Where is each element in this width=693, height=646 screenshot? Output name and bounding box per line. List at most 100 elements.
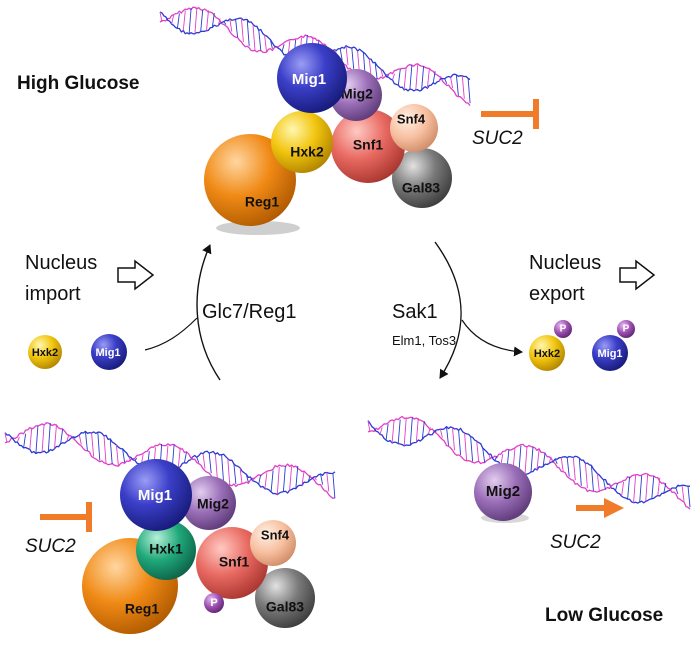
dna-base-pair (494, 455, 498, 461)
mig2-label: Mig2 (486, 483, 520, 500)
dna-base-pair (276, 466, 280, 495)
mig1-phospho-ball (592, 335, 628, 371)
hxk2-label: Hxk2 (290, 144, 324, 160)
dna-base-pair (134, 457, 138, 461)
mig1-phospho-label: Mig1 (597, 348, 622, 360)
hollow-right-arrow-icon (117, 259, 155, 291)
dna-base-pair (578, 457, 582, 486)
phospho-icon (204, 593, 224, 613)
dna-base-pair (373, 427, 377, 432)
dna-base-pair (252, 478, 255, 481)
dna-base-pair (221, 454, 225, 483)
dna-base-pair (314, 476, 317, 481)
high-glucose-title: High Glucose (17, 73, 139, 94)
dna-base-pair (675, 487, 679, 495)
reg1-shadow (216, 221, 300, 235)
dna-base-pair (190, 457, 193, 461)
hxk2-phospho-label: Hxk2 (534, 348, 560, 360)
dna-base-pair (206, 10, 209, 31)
dna-base-pair (202, 453, 206, 469)
dna-base-pair (258, 474, 262, 485)
snf4-ball (390, 104, 438, 152)
export-branch-arrow (461, 319, 523, 357)
dna-base-pair (421, 421, 425, 440)
reg1-ball (204, 134, 296, 226)
dna-strand (367, 420, 691, 504)
dna-base-pair (269, 39, 273, 49)
dna-base-pair (10, 436, 14, 439)
dna-base-pair (29, 427, 33, 450)
dna-base-pair (78, 435, 82, 445)
dna-strand (4, 422, 336, 499)
reg1-label: Reg1 (125, 601, 159, 617)
mig1-ball (277, 43, 347, 113)
mig2-ball (474, 463, 532, 521)
dna-base-pair (295, 465, 299, 489)
mig2-label: Mig2 (341, 86, 373, 102)
dna-base-pair (183, 452, 187, 463)
dna-base-pair (651, 475, 655, 499)
dna-base-pair (115, 445, 119, 466)
dna-base-pair (615, 483, 618, 491)
phospho-label: P (210, 597, 217, 609)
nucleus-import-line2: import (25, 283, 81, 305)
dna-base-pair (182, 10, 186, 31)
dna-base-pair (379, 427, 383, 435)
dna-base-pair (35, 425, 39, 454)
dna-base-pair (434, 430, 437, 433)
dna-base-pair (403, 68, 407, 90)
dna-base-pair (380, 69, 384, 78)
snf4-label: Snf4 (397, 111, 426, 126)
dna-base-pair (176, 13, 180, 29)
phospho-label: P (560, 324, 567, 335)
dna-base-pair (16, 436, 20, 443)
dna-base-pair (245, 474, 249, 483)
mig1-free-label: Mig1 (95, 347, 120, 359)
nucleus-import-line1: Nucleus (25, 252, 97, 274)
snf1-ball (331, 109, 405, 183)
dna-base-pair (240, 18, 244, 42)
dna-base-pair (444, 78, 448, 84)
dna-strand (159, 6, 471, 106)
snf1-label: Snf1 (219, 554, 250, 570)
mig1-ball (120, 459, 192, 531)
mig1-label: Mig1 (138, 487, 172, 504)
dna-base-pair (391, 419, 395, 444)
dna-base-pair (461, 75, 465, 99)
dna-base-pair (159, 11, 163, 23)
mig1-label: Mig1 (292, 71, 326, 88)
dna-base-pair (367, 420, 371, 432)
dna-base-pair (609, 484, 612, 489)
dna-base-pair (455, 74, 459, 96)
dna-base-pair (590, 465, 594, 491)
dna-base-pair (23, 433, 27, 448)
reg1-label: Reg1 (245, 194, 279, 210)
dna-base-pair (627, 476, 631, 500)
dna-base-pair (258, 30, 262, 51)
dna-base-pair (345, 45, 349, 66)
dna-base-pair (415, 64, 419, 90)
dna-base-pair (214, 454, 218, 480)
dna-base-pair (488, 454, 492, 460)
dna-base-pair (289, 466, 293, 491)
suc2-bottom-left-label: SUC2 (25, 536, 76, 557)
dna-base-pair (633, 475, 637, 503)
dna-base-pair (621, 481, 625, 497)
dna-base-pair (524, 446, 528, 475)
dna-base-pair (439, 429, 443, 438)
dna-base-pair (584, 463, 588, 489)
dna-base-pair (339, 48, 343, 61)
dna-base-pair (233, 463, 237, 485)
dna-base-pair (566, 457, 570, 477)
hxk2-phospho-ball (529, 335, 565, 371)
dna-base-pair (397, 419, 401, 444)
import-merge-line (144, 317, 198, 351)
dna-base-pair (663, 482, 667, 494)
dna-base-pair (392, 73, 395, 81)
dna-base-pair (397, 69, 401, 86)
dna-base-pair (560, 457, 564, 472)
dna-base-pair (639, 475, 643, 503)
phospho-icon (617, 320, 635, 338)
dna-base-pair (385, 424, 389, 441)
dna-base-pair (208, 453, 212, 474)
